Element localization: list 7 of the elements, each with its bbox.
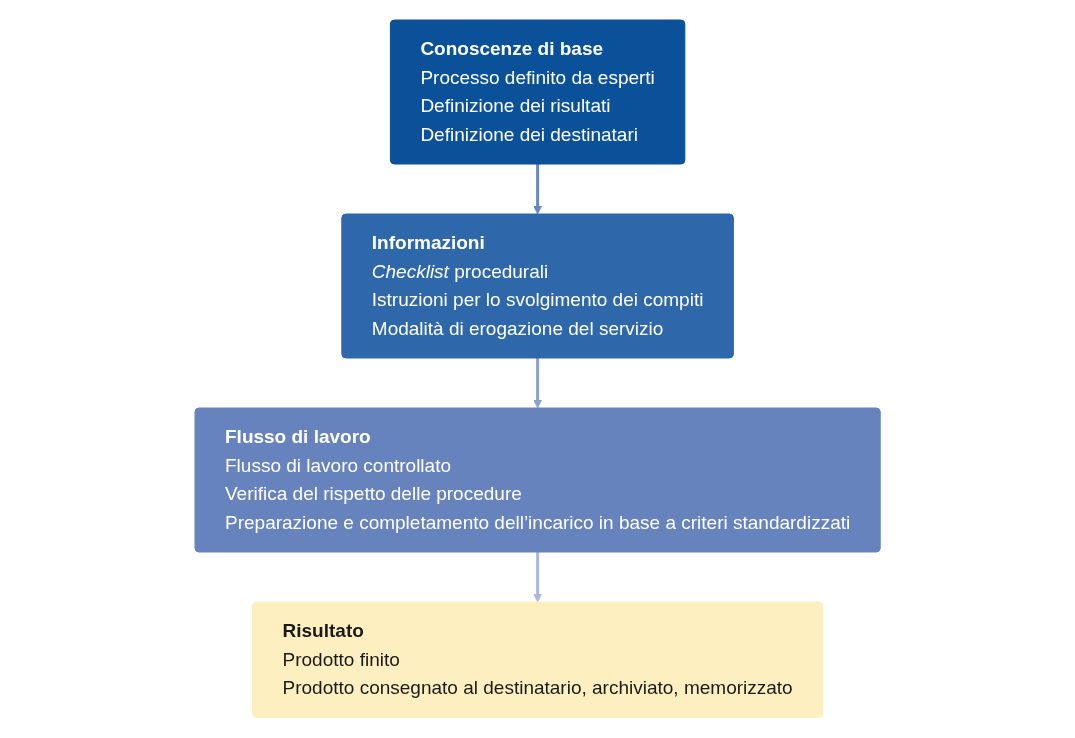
node-box: Flusso di lavoro Flusso di lavoro controllato Verifica del rispetto delle procedure Preparazione e completamento dell’incarico in base a criteri standardizzati	[194, 407, 881, 553]
node-box: Conoscenze di base Processo definito da esperti Definizione dei risultati Definizione dei destinatari	[389, 19, 686, 165]
arrow	[533, 358, 542, 409]
arrow	[533, 164, 542, 215]
node-box: Informazioni Checklist procedurali Istruzioni per lo svolgimento dei compiti Modalità di erogazione del servizio	[341, 213, 734, 359]
node-box: Risultato Prodotto finito Prodotto consegnato al destinatario, archiviato, memorizzato	[251, 601, 824, 719]
arrow	[533, 552, 542, 603]
